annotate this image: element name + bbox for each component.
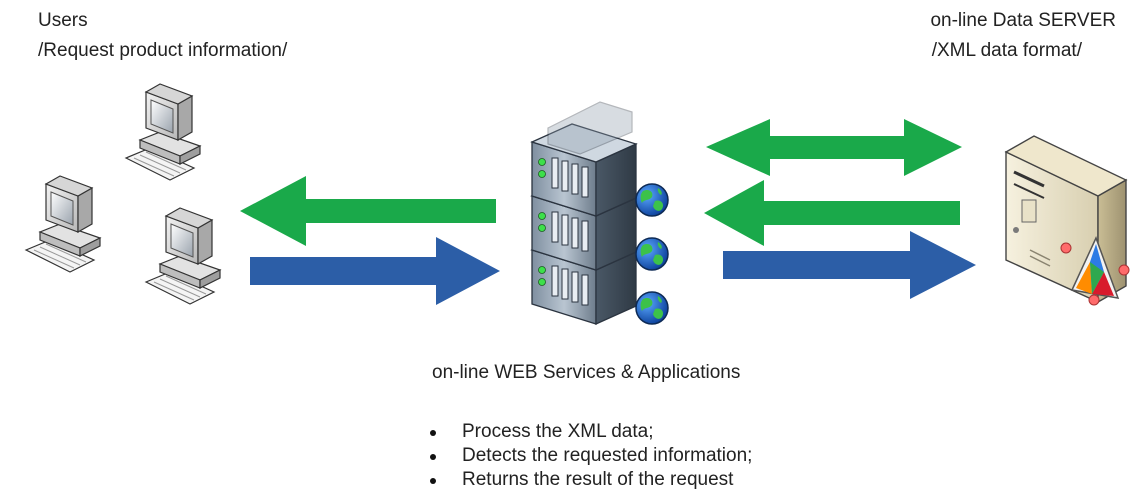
users-subtitle: /Request product information/ (38, 40, 288, 61)
desktop-computer-icon (125, 83, 201, 181)
list-item: Returns the result of the request (430, 468, 752, 492)
desktop-computer-icon (25, 175, 101, 273)
data-arrow-from-server (704, 180, 960, 246)
data-server-title: on-line Data SERVER (930, 10, 1116, 31)
globe-icon (635, 183, 669, 217)
data-emblem-icon (1060, 236, 1130, 306)
request-arrow-from-users (250, 237, 500, 305)
process-steps-list: Process the XML data; Detects the reques… (430, 420, 752, 492)
response-arrow-to-users (240, 176, 496, 246)
data-server-subtitle: /XML data format/ (931, 40, 1082, 61)
users-computers (25, 83, 221, 305)
web-server-rack-icon (531, 101, 669, 325)
query-arrow-to-server (723, 231, 976, 299)
web-services-caption: on-line WEB Services & Applications (432, 362, 741, 383)
desktop-computer-icon (145, 207, 221, 305)
globe-icon (635, 237, 669, 271)
list-item: Detects the requested information; (430, 444, 752, 468)
list-item: Process the XML data; (430, 420, 752, 444)
users-title: Users (38, 10, 88, 31)
tower-server-icon (1004, 135, 1130, 306)
globe-icon (635, 291, 669, 325)
exchange-arrow-bidirectional (706, 119, 962, 176)
